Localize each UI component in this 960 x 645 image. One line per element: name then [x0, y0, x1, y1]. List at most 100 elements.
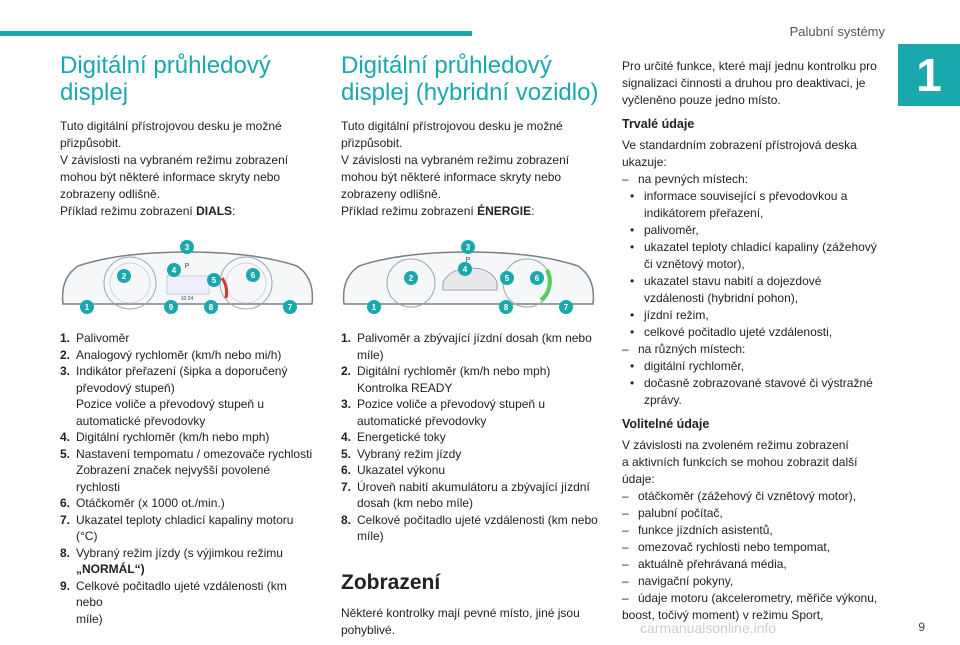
- list-item: informace související s převodovkou a ind…: [622, 188, 890, 222]
- item-number: 2.: [341, 364, 352, 378]
- continuation-line: boost, točivý moment) v režimu Sport,: [622, 608, 824, 622]
- column-dials: Digitální průhledový displej Tuto digitá…: [60, 52, 315, 627]
- item-number: 6.: [60, 496, 71, 510]
- text-line: zobrazeny odlišně.: [60, 187, 161, 201]
- list-item: na pevných místech: informace souvisejíc…: [622, 171, 890, 341]
- item-text: Analogový rychloměr (km/h nebo mi/h): [76, 347, 282, 362]
- fixed-intro: Ve standardním zobrazení přístrojová des…: [622, 137, 890, 171]
- item-text: Nastavení tempomatu / omezovače rychlost…: [76, 446, 313, 461]
- column-display-info: Pro určité funkce, které mají jednu kont…: [622, 58, 890, 624]
- text-line: a aktivních funkcích se mohou zobrazit d…: [622, 455, 858, 469]
- item-text: Pozice voliče a převodový stupeň u: [357, 397, 546, 411]
- item-text: zprávy.: [644, 393, 682, 407]
- text-line: vyčleněno pouze jedno místo.: [622, 93, 781, 107]
- list-item: otáčkoměr (zážehový či vznětový motor),: [622, 488, 890, 505]
- text-line: zobrazeny odlišně.: [341, 187, 442, 201]
- callout-2: 2: [122, 272, 127, 281]
- legend-list: 1.Palivoměr 2.Analogový rychloměr (km/h …: [60, 330, 315, 627]
- text-line: údaje:: [622, 472, 655, 486]
- list-item: palubní počítač,: [622, 505, 890, 522]
- list-item: digitální rychloměr,: [622, 358, 890, 375]
- list-item: 5. Vybraný režim jízdy: [341, 446, 606, 463]
- cluster-illustration-hybrid: P 3 4 2 5 6 1 8 7: [342, 240, 595, 314]
- item-number: 4.: [341, 430, 352, 444]
- callout-4: 4: [172, 266, 177, 275]
- item-number: 6.: [341, 463, 352, 477]
- chapter-tab: 1: [898, 44, 960, 106]
- callout-2: 2: [409, 274, 414, 283]
- item-text: na různých místech:: [638, 342, 746, 356]
- speedometer-dial: [386, 258, 436, 308]
- text-line: V závislosti na zvoleném režimu zobrazen…: [622, 438, 849, 452]
- text-line: Tuto digitální přístrojovou desku je mož…: [341, 119, 563, 133]
- item-text: Ukazatel výkonu: [357, 463, 446, 477]
- section-title: Digitální průhledový displej: [60, 52, 315, 106]
- running-header: Palubní systémy: [789, 24, 885, 39]
- list-item: 7.Úroveň nabití akumulátoru a zbývající …: [341, 479, 606, 512]
- intro-paragraph: Pro určité funkce, které mají jednu kont…: [622, 58, 890, 109]
- callout-5: 5: [212, 276, 217, 285]
- intro-paragraph: Tuto digitální přístrojovou desku je mož…: [341, 118, 606, 220]
- text-line: pohyblivé.: [341, 622, 396, 637]
- item-text: dosah (km nebo míle): [357, 496, 474, 510]
- item-text: Otáčkoměr (x 1000 ot./min.): [76, 496, 225, 510]
- header-accent-bar: [0, 31, 472, 36]
- item-text: Indikátor přeřazení (šipka a doporučený: [76, 364, 288, 378]
- list-item: údaje motoru (akcelerometry, měřiče výko…: [622, 590, 890, 607]
- item-text: Palivoměr a zbývající jízdní dosah (km n…: [357, 331, 592, 345]
- clock-readout: 10:24: [181, 296, 194, 302]
- list-item: palivoměr,: [622, 222, 890, 239]
- list-item: 5. Nastavení tempomatu / omezovače rychlo…: [60, 446, 315, 496]
- item-text: indikátorem přeřazení,: [644, 206, 764, 220]
- item-text: vzdálenosti (hybridní pohon),: [644, 291, 799, 305]
- gear-indicator: P: [185, 263, 190, 270]
- list-item: na různých místech: digitální rychloměr,…: [622, 341, 890, 409]
- fixed-list: na pevných místech: informace souvisejíc…: [622, 171, 890, 409]
- section-title-line: Digitální průhledový: [60, 52, 271, 79]
- item-text: míle): [76, 611, 103, 626]
- item-text: Ukazatel teploty chladicí kapaliny motor…: [76, 512, 294, 544]
- callout-7: 7: [288, 303, 293, 312]
- gear-indicator: P: [466, 257, 471, 264]
- item-text: Vybraný režim jízdy (s výjimkou režimu: [76, 545, 283, 560]
- item-text: na pevných místech:: [638, 172, 749, 186]
- callout-8: 8: [209, 303, 214, 312]
- watermark: carmanualsonline.info: [640, 620, 777, 636]
- intro-paragraph: Tuto digitální přístrojovou desku je mož…: [60, 118, 315, 220]
- mode-name: DIALS: [196, 204, 233, 218]
- item-text: Úroveň nabití akumulátoru a zbývající jí…: [357, 479, 590, 494]
- list-item: 8.Celkové počitadlo ujeté vzdálenosti (k…: [341, 512, 606, 545]
- text-line: Příklad režimu zobrazení: [60, 204, 197, 218]
- mode-name: ÉNERGIE: [477, 204, 532, 218]
- text-line: V závislosti na vybraném režimu zobrazen…: [341, 153, 570, 167]
- cluster-illustration-dials: P 10:24 3 4 2 5 6 1 9 8 7: [61, 240, 314, 314]
- item-text: Vybraný režim jízdy: [357, 446, 462, 461]
- text-line: ukazuje:: [622, 155, 667, 169]
- section-title-line: Digitální průhledový: [341, 52, 552, 79]
- section-title: Digitální průhledový displej (hybridní v…: [341, 52, 606, 106]
- display-paragraph: Některé kontrolky mají pevné místo, jiné…: [341, 605, 606, 639]
- item-text: Celkové počitadlo ujeté vzdálenosti (km …: [357, 512, 598, 527]
- list-item: jízdní režim,: [622, 307, 890, 324]
- list-item: 3.Indikátor přeřazení (šipka a doporučen…: [60, 363, 315, 429]
- sub-list: digitální rychloměr, dočasně zobrazované…: [622, 358, 890, 409]
- section-title-line: displej: [60, 79, 129, 106]
- callout-3: 3: [185, 243, 190, 252]
- item-text: informace související s převodovkou a: [644, 189, 848, 203]
- item-number: 5.: [60, 446, 71, 461]
- item-number: 9.: [60, 578, 71, 593]
- text-line: přizpůsobit.: [341, 136, 403, 150]
- optional-list: otáčkoměr (zážehový či vznětový motor), …: [622, 488, 890, 607]
- item-text: Celkové počitadlo ujeté vzdálenosti (km …: [76, 578, 287, 610]
- car-energy-flow-icon: [442, 267, 498, 291]
- item-text: převodový stupeň): [76, 380, 175, 395]
- column-hybrid: Digitální průhledový displej (hybridní v…: [341, 52, 606, 645]
- item-text: jízdní režim,: [644, 308, 709, 322]
- text-line: přizpůsobit.: [60, 136, 122, 150]
- list-item: navigační pokyny,: [622, 573, 890, 590]
- section-title-display: Zobrazení: [341, 570, 441, 594]
- item-number: 5.: [341, 446, 352, 461]
- text-line: Tuto digitální přístrojovou desku je mož…: [60, 119, 282, 133]
- subheading-fixed: Trvalé údaje: [622, 117, 695, 131]
- text-line: mohou být některé informace skryty nebo: [60, 170, 281, 184]
